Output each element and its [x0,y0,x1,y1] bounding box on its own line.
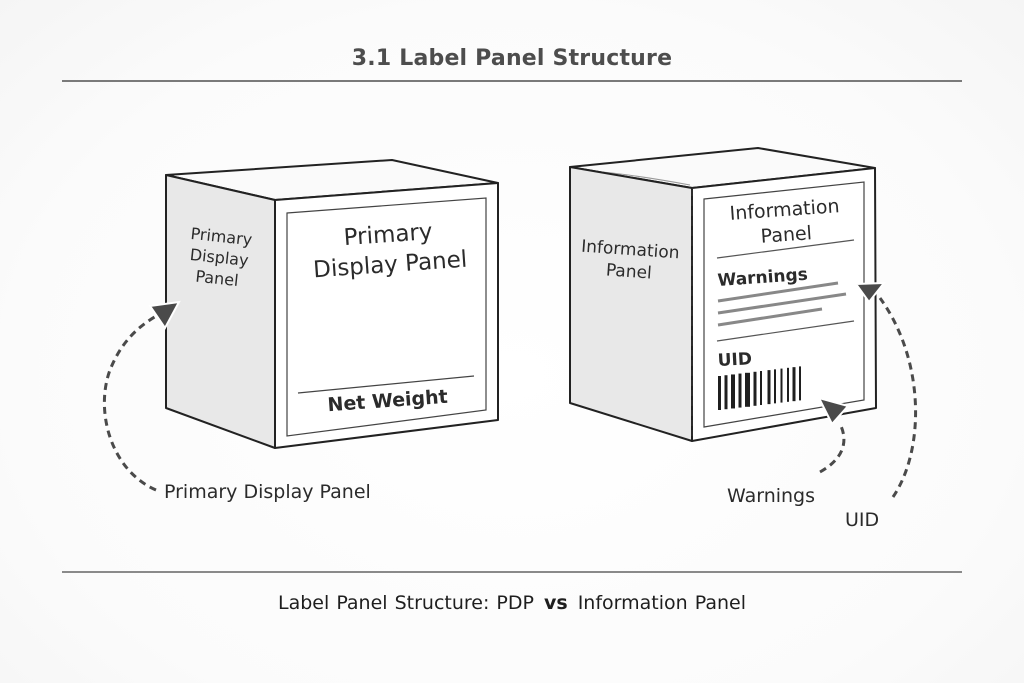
top-divider [62,80,962,82]
barcode-bar [753,371,757,406]
uid-arrowhead-icon [854,281,887,304]
info-side-label-line2: Panel [605,260,652,283]
barcode-bar [745,372,750,407]
barcode-bar [774,369,776,404]
warnings-callout-arrow [817,396,850,474]
caption-part1: Label Panel Structure: PDP [278,592,534,614]
info-warnings-divider [716,320,855,342]
barcode-bar [780,368,783,403]
barcode-bar [724,375,728,410]
pdp-box: Primary Display Panel Primary Display Pa… [165,159,499,449]
info-box: Information Panel Information Panel Warn… [569,147,877,442]
info-uid-heading: UID [717,349,752,371]
warnings-arrowhead-icon [817,396,850,426]
info-box-side-face [569,166,693,442]
barcode-bar [731,374,735,409]
warning-text-line [717,307,823,327]
section-title: 3.1 Label Panel Structure [351,46,673,71]
uid-callout-label: UID [845,509,879,531]
bottom-divider [62,571,962,573]
pdp-front-title-line1: Primary [343,219,433,251]
pdp-label-border [286,197,487,437]
uid-callout-arrow [854,281,918,498]
figure-caption: Label Panel Structure: PDP vs Information … [0,592,1024,614]
pdp-arrowhead-icon [148,300,181,330]
barcode-bar [767,370,771,405]
barcode-bar [799,366,801,401]
pdp-net-weight-divider [297,375,475,394]
info-front-title-line2: Panel [760,222,813,248]
pdp-callout-arrow [102,300,181,492]
info-label-border [703,181,865,428]
barcode-bar [792,367,796,402]
barcode-bar [760,371,762,406]
pdp-callout-label: Primary Display Panel [164,481,371,503]
info-title-divider [716,239,855,259]
warnings-callout-label: Warnings [727,485,815,507]
barcode-bar [718,376,721,410]
barcode-bar [787,367,789,402]
caption-part2: Information Panel [577,592,746,614]
warning-text-line [717,292,847,315]
pdp-box-front-face [274,182,499,449]
pdp-box-side-face [165,174,276,449]
pdp-side-label-line3: Panel [195,267,240,290]
caption-vs: vs [543,592,568,614]
barcode-bar [738,373,742,408]
barcode-icon [718,366,801,410]
warning-text-line [717,281,839,303]
